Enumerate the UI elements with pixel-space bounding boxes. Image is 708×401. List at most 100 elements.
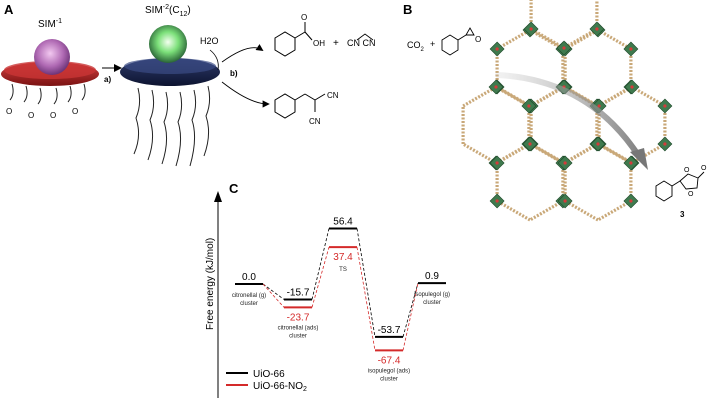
panel-a-label: A xyxy=(4,2,14,17)
y-axis-label: Free energy (kJ/mol) xyxy=(205,238,216,330)
value-label-uio66_no2-2: 37.4 xyxy=(333,252,353,263)
y-axis-arrowhead xyxy=(214,191,222,202)
state-label-4-1: cluster xyxy=(423,300,441,306)
mof-linker xyxy=(631,142,666,165)
co2-label: CO2 xyxy=(407,40,425,53)
panel-c-label: C xyxy=(229,181,239,196)
styrene-carbonate-icon xyxy=(655,171,705,202)
water-label: H2O xyxy=(200,36,219,46)
state-label-0-0: citronellal (g) xyxy=(232,293,266,299)
sim2-structure-icon xyxy=(120,25,220,167)
connector-uio66_no2-3 xyxy=(402,283,419,351)
state-label-4-0: isopulegol (g) xyxy=(414,292,450,298)
mof-linker xyxy=(563,27,598,50)
legend-label-uio66-no2: UiO-66-NO2 xyxy=(253,381,307,393)
arrow-b-label: b) xyxy=(230,69,238,78)
conversion-arrow xyxy=(495,72,643,161)
mof-node-oxygen xyxy=(629,47,633,51)
mof-node-oxygen xyxy=(663,104,667,108)
legend: UiO-66 UiO-66-NO2 xyxy=(226,369,307,393)
mof-node-oxygen xyxy=(595,27,599,31)
mof-linker xyxy=(598,85,633,108)
mof-node-oxygen xyxy=(629,199,633,203)
panel-c: C Free energy (kJ/mol) 0.0-15.756.4-53.7… xyxy=(205,181,450,398)
mof-linker xyxy=(529,142,564,165)
plus-b: + xyxy=(430,39,435,49)
sim1-label: SIM-1 xyxy=(38,18,62,30)
value-label-uio66_no2-3: -67.4 xyxy=(378,355,401,366)
state-label-1-1: cluster xyxy=(289,333,307,339)
plus-a: + xyxy=(333,38,339,49)
benzylidenemalononitrile-icon xyxy=(274,93,326,119)
mof-linker xyxy=(529,199,564,222)
connector-uio66_no2-0 xyxy=(262,283,285,308)
legend-label-uio66: UiO-66 xyxy=(253,369,285,380)
state-label-3-0: isopulegol (ads) xyxy=(368,368,410,374)
carbonate-o1: O xyxy=(684,167,690,174)
water-bond xyxy=(209,49,219,71)
mof-linker xyxy=(496,142,531,165)
mof-node-oxygen xyxy=(495,199,499,203)
mof-node-oxygen xyxy=(495,47,499,51)
mof-linker xyxy=(495,85,530,108)
product-number: 3 xyxy=(680,210,685,219)
mof-node-oxygen xyxy=(563,199,567,203)
svg-text:O: O xyxy=(28,111,34,120)
benzoic-acid-icon: O OH xyxy=(274,13,325,57)
mof-node-oxygen xyxy=(663,142,667,146)
panel-a: A SIM-1 O O O O a) SIM-2(C12) H2O xyxy=(1,2,376,167)
state-label-3-1: cluster xyxy=(380,376,398,382)
energy-profile-chart: 0.0-15.756.4-53.70.9-23.737.4-67.4citron… xyxy=(232,216,450,382)
panel-b: B CO2 + O O O O 3 xyxy=(403,0,707,222)
mof-linker xyxy=(597,199,632,222)
svg-text:O: O xyxy=(301,13,307,22)
connector-uio66-3 xyxy=(402,283,419,338)
sim2-label: SIM-2(C12) xyxy=(145,4,191,18)
arrow-b-bottom xyxy=(221,81,270,108)
sim1-structure-icon: O O O O xyxy=(1,39,99,120)
value-label-uio66-0: 0.0 xyxy=(242,272,256,283)
mof-linker xyxy=(597,142,632,165)
state-label-0-1: cluster xyxy=(240,301,258,307)
mof-linker xyxy=(631,85,666,108)
mof-node-oxygen xyxy=(562,46,566,50)
mof-node-oxygen xyxy=(629,161,633,165)
mof-linker xyxy=(462,85,497,108)
value-label-uio66_no2-1: -23.7 xyxy=(287,312,310,323)
mof-node-oxygen xyxy=(597,104,601,108)
mof-node-oxygen xyxy=(529,27,533,31)
connector-uio66-0 xyxy=(262,283,285,300)
svg-text:O: O xyxy=(72,107,78,116)
carbonate-o2: O xyxy=(688,191,694,198)
epoxide-o: O xyxy=(475,35,481,44)
malononitrile-bond xyxy=(356,33,374,41)
connector-uio66_no2-2 xyxy=(356,247,376,351)
malononitrile-label: CN CN xyxy=(347,38,376,48)
mof-framework-icon xyxy=(461,0,673,222)
mof-linker xyxy=(462,142,497,165)
connector-uio66-1 xyxy=(311,228,330,300)
mof-node-oxygen xyxy=(494,85,498,89)
arrow-a-label: a) xyxy=(104,75,111,84)
mof-linker xyxy=(530,27,565,50)
mof-node-oxygen xyxy=(596,142,600,146)
svg-text:OH: OH xyxy=(313,39,325,48)
svg-text:O: O xyxy=(6,107,12,116)
arrow-b-top xyxy=(221,44,264,63)
value-label-uio66-4: 0.9 xyxy=(425,271,439,282)
value-label-uio66-2: 56.4 xyxy=(333,216,353,227)
mof-node-oxygen xyxy=(630,85,634,89)
state-label-1-0: citronellal (ads) xyxy=(278,325,319,331)
mof-linker xyxy=(564,142,599,165)
carbonate-o3: O xyxy=(701,165,707,172)
panel-b-label: B xyxy=(403,2,412,17)
mof-node-oxygen xyxy=(563,161,567,165)
mof-linker xyxy=(496,199,531,222)
product-cn-bottom: CN xyxy=(309,117,321,126)
conversion-arrowhead xyxy=(630,148,648,170)
connector-uio66_no2-1 xyxy=(311,247,330,308)
mof-linker xyxy=(564,199,599,222)
value-label-uio66-3: -53.7 xyxy=(378,325,401,336)
mof-linker xyxy=(496,28,531,51)
